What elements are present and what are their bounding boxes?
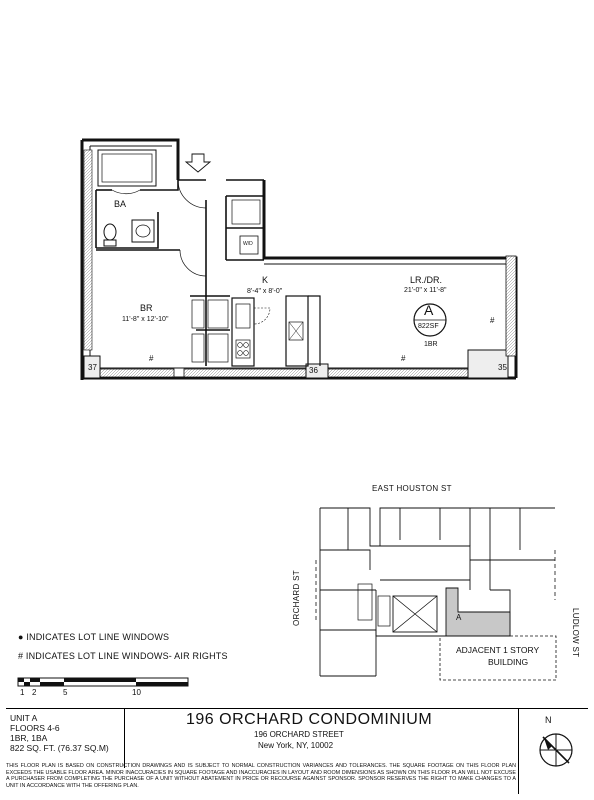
- column: [305, 363, 329, 379]
- room-dims-bedroom: 11'-8" x 12'-10": [122, 316, 169, 323]
- vanity: [131, 219, 155, 243]
- closet: [191, 333, 205, 363]
- room-name-bedroom: BR: [140, 303, 153, 313]
- kitchen-door-swing: [253, 307, 271, 325]
- room-name-kitchen: K: [262, 275, 269, 285]
- air-rights-mark: #: [149, 354, 154, 363]
- unit-area: 822 SQ. FT. (76.37 SQ.M): [10, 743, 109, 753]
- air-rights-mark: #: [401, 354, 406, 363]
- scale-tick: 2: [32, 688, 37, 697]
- room-label-wd: W/D: [243, 241, 253, 247]
- bath-door-swing: [111, 189, 141, 195]
- unit-name: UNIT A: [10, 713, 38, 723]
- closet: [231, 199, 261, 225]
- sink: [135, 224, 151, 238]
- address-line-1: 196 ORCHARD STREET: [254, 730, 344, 739]
- column-number: 37: [88, 363, 97, 372]
- site-stair: [377, 595, 391, 627]
- scale-tick: 1: [20, 688, 25, 697]
- dishwasher: [288, 321, 304, 341]
- bathtub: [97, 149, 157, 187]
- site-stair: [357, 583, 373, 621]
- unit-config: 1BR, 1BA: [10, 733, 48, 743]
- bedroom-walls: [96, 249, 230, 366]
- bedroom-door-swing: [179, 249, 207, 277]
- entry-arrow-icon: [184, 153, 212, 173]
- closet: [191, 299, 205, 329]
- adjacent-building-outline: [439, 635, 557, 681]
- window-band: [183, 368, 307, 378]
- building-name: 196 ORCHARD CONDOMINIUM: [186, 711, 433, 728]
- unit-badge-type: 1BR: [424, 341, 438, 348]
- closet: [207, 333, 229, 363]
- kitchen-counters: [231, 295, 321, 367]
- room-dims-living-dining: 21'-0" x 11'-8": [404, 287, 447, 294]
- street-label-east: LUDLOW ST: [571, 608, 580, 658]
- toilet: [103, 223, 117, 241]
- title-block-divider: [518, 708, 519, 794]
- window-band: [505, 255, 517, 357]
- room-name-bath: BA: [114, 199, 127, 209]
- site-core: [392, 595, 438, 633]
- toilet-tank: [103, 239, 117, 247]
- room-name-living-dining: LR./DR.: [410, 275, 443, 285]
- unit-info: UNIT A FLOORS 4-6 1BR, 1BA 822 SQ. FT. (…: [10, 713, 109, 753]
- unit-badge-area: 822SF: [418, 323, 439, 330]
- window-band: [83, 149, 93, 351]
- address-line-2: New York, NY, 10002: [258, 741, 334, 750]
- north-arrow-icon: [539, 733, 573, 767]
- exterior-walls: [80, 138, 518, 380]
- street-label-north: EAST HOUSTON ST: [372, 484, 452, 493]
- title-block-divider: [124, 708, 125, 768]
- column-number: 36: [309, 366, 318, 375]
- washer-dryer: [239, 235, 259, 255]
- adjacent-building-label: BUILDING: [488, 657, 529, 667]
- legend-air-rights: # INDICATES LOT LINE WINDOWS- AIR RIGHTS: [18, 651, 228, 661]
- column-number: 35: [498, 363, 507, 372]
- bathroom-walls: [95, 180, 179, 249]
- air-rights-mark: #: [490, 316, 495, 325]
- site-unit-highlight: [445, 587, 511, 637]
- range: [235, 339, 251, 359]
- column: [467, 349, 509, 379]
- closet: [207, 299, 229, 329]
- window-band: [97, 368, 175, 378]
- entry-door-swing: [177, 179, 207, 209]
- scale-tick: 10: [132, 688, 141, 697]
- legend-lot-line-windows: ● INDICATES LOT LINE WINDOWS: [18, 632, 170, 642]
- column: [83, 355, 101, 379]
- unit-floors: FLOORS 4-6: [10, 723, 60, 733]
- unit-badge-letter: A: [424, 302, 434, 318]
- entry-walls: [178, 179, 264, 270]
- street-label-west: ORCHARD ST: [292, 570, 301, 626]
- scale-bar: [17, 677, 189, 687]
- bathtub-inner: [101, 153, 153, 183]
- scale-tick: 5: [63, 688, 68, 697]
- site-unit-marker: A: [456, 613, 462, 622]
- title-block: [6, 708, 588, 795]
- adjacent-building-label: ADJACENT 1 STORY: [456, 645, 540, 655]
- room-dims-kitchen: 8'-4" x 8'-0": [247, 288, 283, 295]
- disclaimer-text: THIS FLOOR PLAN IS BASED ON CONSTRUCTION…: [6, 763, 516, 790]
- north-label: N: [545, 715, 552, 725]
- refrigerator: [235, 303, 251, 329]
